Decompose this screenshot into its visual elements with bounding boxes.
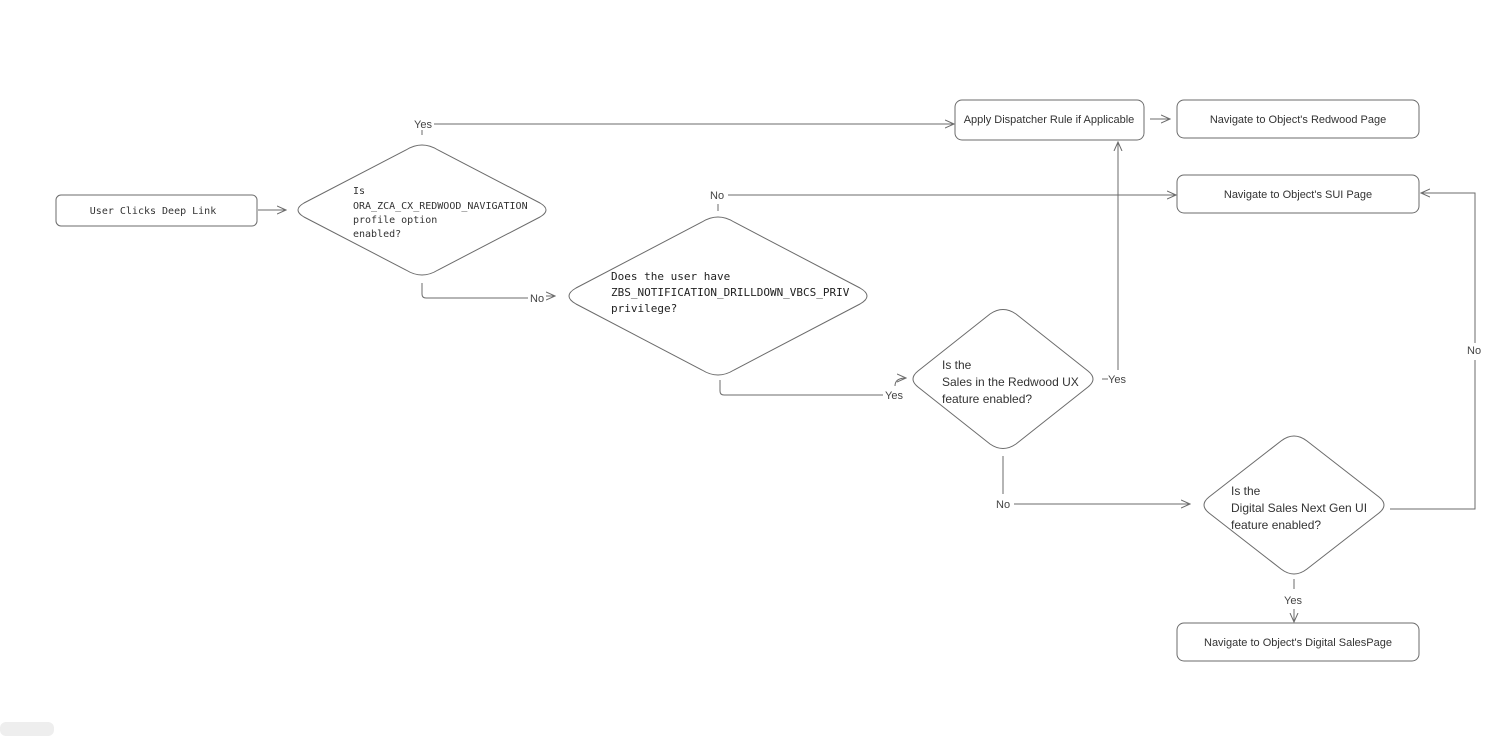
node-decision-profile-line4: enabled? bbox=[353, 229, 401, 240]
edge-privilege-yes bbox=[719, 380, 883, 396]
node-apply-dispatcher[interactable]: Apply Dispatcher Rule if Applicable bbox=[954, 99, 1145, 141]
edge-profile-no bbox=[421, 283, 528, 299]
edge-label-digital-sales-yes: Yes bbox=[1284, 595, 1302, 607]
node-decision-profile-line3: profile option bbox=[353, 215, 437, 226]
node-decision-sales-redwood[interactable]: Is the Sales in the Redwood UX feature e… bbox=[912, 309, 1094, 449]
edge-sales-redwood-yes bbox=[1102, 142, 1118, 380]
node-apply-dispatcher-label: Apply Dispatcher Rule if Applicable bbox=[964, 114, 1135, 126]
node-nav-digital-sales-label: Navigate to Object's Digital SalesPage bbox=[1204, 637, 1392, 649]
node-nav-redwood[interactable]: Navigate to Object's Redwood Page bbox=[1176, 99, 1420, 139]
node-nav-digital-sales[interactable]: Navigate to Object's Digital SalesPage bbox=[1176, 622, 1420, 662]
edge-label-sales-redwood-no: No bbox=[996, 499, 1010, 511]
node-decision-privilege-line1: Does the user have bbox=[611, 270, 730, 283]
edge-privilege-yes-arrow bbox=[894, 378, 906, 387]
edge-digital-sales-no bbox=[1390, 193, 1476, 510]
edge-sales-redwood-no bbox=[1002, 456, 1190, 504]
node-decision-sales-redwood-line2: Sales in the Redwood UX bbox=[942, 375, 1079, 389]
edge-label-profile-yes: Yes bbox=[414, 119, 432, 131]
node-decision-profile-line2: ORA_ZCA_CX_REDWOOD_NAVIGATION bbox=[353, 201, 528, 212]
edge-label-digital-sales-no: No bbox=[1467, 345, 1481, 357]
node-decision-profile[interactable]: Is ORA_ZCA_CX_REDWOOD_NAVIGATION profile… bbox=[297, 144, 547, 276]
edge-label-profile-no: No bbox=[530, 293, 544, 305]
edge-profile-yes bbox=[421, 124, 954, 135]
node-decision-privilege-line2: ZBS_NOTIFICATION_DRILLDOWN_VBCS_PRIV bbox=[611, 286, 850, 299]
node-nav-sui[interactable]: Navigate to Object's SUI Page bbox=[1176, 174, 1420, 214]
node-decision-privilege-line3: privilege? bbox=[611, 302, 677, 315]
node-decision-privilege[interactable]: Does the user have ZBS_NOTIFICATION_DRIL… bbox=[568, 216, 868, 376]
node-start-label: User Clicks Deep Link bbox=[90, 206, 216, 217]
node-nav-redwood-label: Navigate to Object's Redwood Page bbox=[1210, 114, 1386, 126]
node-decision-digital-sales[interactable]: Is the Digital Sales Next Gen UI feature… bbox=[1203, 435, 1385, 575]
node-decision-profile-line1: Is bbox=[353, 186, 365, 197]
node-decision-sales-redwood-line3: feature enabled? bbox=[942, 392, 1032, 406]
edge-label-sales-redwood-yes: Yes bbox=[1108, 374, 1126, 386]
node-decision-digital-sales-line1: Is the bbox=[1231, 484, 1261, 498]
node-decision-sales-redwood-line1: Is the bbox=[942, 358, 972, 372]
node-start[interactable]: User Clicks Deep Link bbox=[55, 194, 258, 227]
corner-chip bbox=[0, 722, 54, 736]
node-decision-digital-sales-line2: Digital Sales Next Gen UI bbox=[1231, 501, 1367, 515]
edge-label-privilege-no: No bbox=[710, 190, 724, 202]
edge-privilege-no bbox=[717, 195, 1176, 211]
node-nav-sui-label: Navigate to Object's SUI Page bbox=[1224, 189, 1372, 201]
node-decision-digital-sales-line3: feature enabled? bbox=[1231, 518, 1321, 532]
edge-label-privilege-yes: Yes bbox=[885, 390, 903, 402]
